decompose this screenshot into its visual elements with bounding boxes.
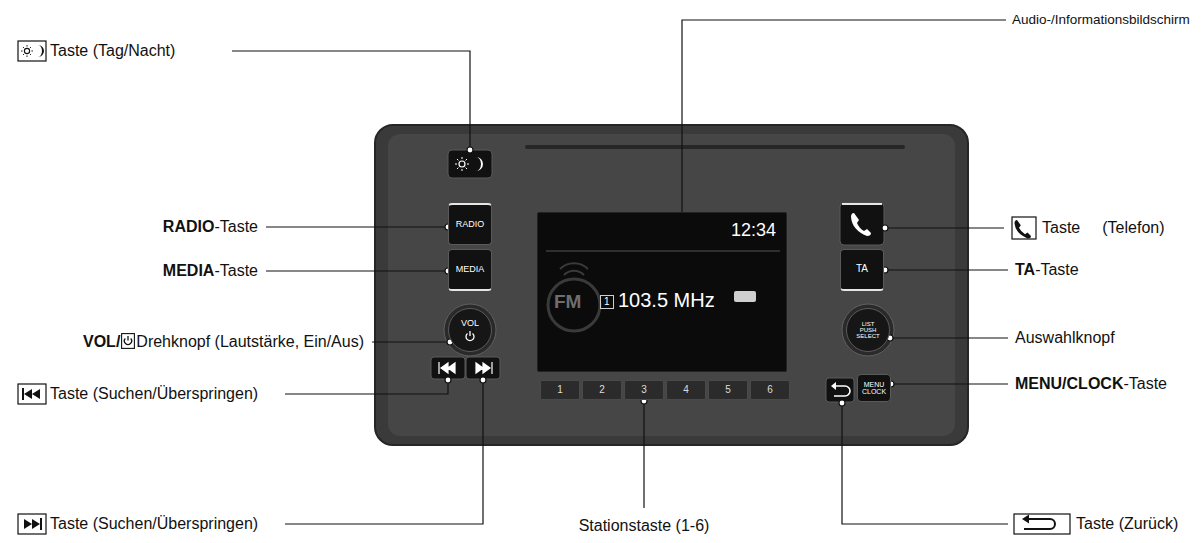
- label-text: Taste (Tag/Nacht): [50, 42, 175, 59]
- callout-label: TA-Taste: [1015, 260, 1079, 280]
- label-text: (Telefon): [1102, 219, 1164, 236]
- callout-label: Taste (Tag/Nacht): [50, 41, 175, 61]
- callout-label: Taste (Telefon): [1042, 218, 1165, 238]
- select-knob: LIST PUSH SELECT: [846, 308, 890, 352]
- callout-label: Taste (Suchen/Überspringen): [50, 514, 258, 534]
- callout-label: Taste (Suchen/Überspringen): [50, 384, 258, 404]
- label-text: Taste (Suchen/Überspringen): [50, 385, 258, 402]
- power-icon: [121, 333, 135, 354]
- label-text: -Taste: [1035, 261, 1079, 278]
- callout-label: Auswahlknopf: [1015, 328, 1115, 348]
- callout-label: Taste (Zurück): [1076, 514, 1178, 534]
- button-label: 1: [557, 385, 563, 396]
- label-text: Taste (Suchen/Überspringen): [50, 515, 258, 532]
- label-text: -Taste: [1123, 375, 1167, 392]
- power-icon: [464, 329, 476, 341]
- band-logo: FM: [554, 292, 581, 312]
- callout-label: VOL/Drehknopf (Lautstärke, Ein/Aus): [83, 332, 364, 354]
- station-button: 1: [540, 380, 580, 400]
- label-text: VOL/: [83, 333, 120, 350]
- preset-number: 1: [600, 295, 614, 309]
- button-label: 2: [599, 385, 605, 396]
- label-text: Audio-/Informationsbildschirm: [1012, 12, 1190, 27]
- callout-label: MEDIA-Taste: [163, 261, 258, 281]
- radio-button: RADIO: [448, 203, 492, 245]
- label-text: TA: [1015, 261, 1035, 278]
- label-text: Auswahlknopf: [1015, 329, 1115, 346]
- button-label: RADIO: [456, 220, 485, 229]
- button-label: LIST PUSH SELECT: [853, 321, 883, 340]
- media-button: MEDIA: [448, 249, 492, 291]
- label-text: MENU/CLOCK: [1015, 375, 1123, 392]
- display-screen: 12:34 1 103.5 MHz FM: [537, 212, 787, 372]
- button-label: TA: [856, 264, 868, 275]
- callout-label: Audio-/Informationsbildschirm: [1012, 10, 1190, 30]
- clock-text: 12:34: [731, 221, 776, 240]
- button-label: 4: [683, 385, 689, 396]
- button-label: MEDIA: [456, 265, 485, 274]
- station-button: 6: [750, 380, 790, 400]
- label-text: Taste (Zurück): [1076, 515, 1178, 532]
- station-button: 3: [624, 380, 664, 400]
- button-label: MENU CLOCK: [859, 381, 889, 396]
- button-label: 6: [767, 385, 773, 396]
- label-text: Drehknopf (Lautstärke, Ein/Aus): [136, 333, 364, 350]
- callout-label: Stationstaste (1-6): [579, 516, 710, 536]
- label-text: Stationstaste (1-6): [579, 517, 710, 534]
- callout-label: RADIO-Taste: [163, 217, 258, 237]
- station-button: 4: [666, 380, 706, 400]
- station-button: 2: [582, 380, 622, 400]
- button-label: 5: [725, 385, 731, 396]
- label-text: -Taste: [214, 218, 258, 235]
- menu-clock-button: MENU CLOCK: [857, 374, 891, 402]
- frequency-text: 103.5 MHz: [618, 290, 715, 311]
- button-label: 3: [641, 385, 647, 396]
- ta-button: TA: [840, 249, 884, 291]
- label-text: Taste: [1042, 219, 1080, 236]
- volume-knob: VOL: [448, 308, 492, 352]
- station-button: 5: [708, 380, 748, 400]
- label-text: MEDIA: [163, 262, 215, 279]
- label-text: -Taste: [214, 262, 258, 279]
- label-text: RADIO: [163, 218, 215, 235]
- button-label: VOL: [461, 319, 479, 328]
- callout-label: MENU/CLOCK-Taste: [1015, 374, 1167, 394]
